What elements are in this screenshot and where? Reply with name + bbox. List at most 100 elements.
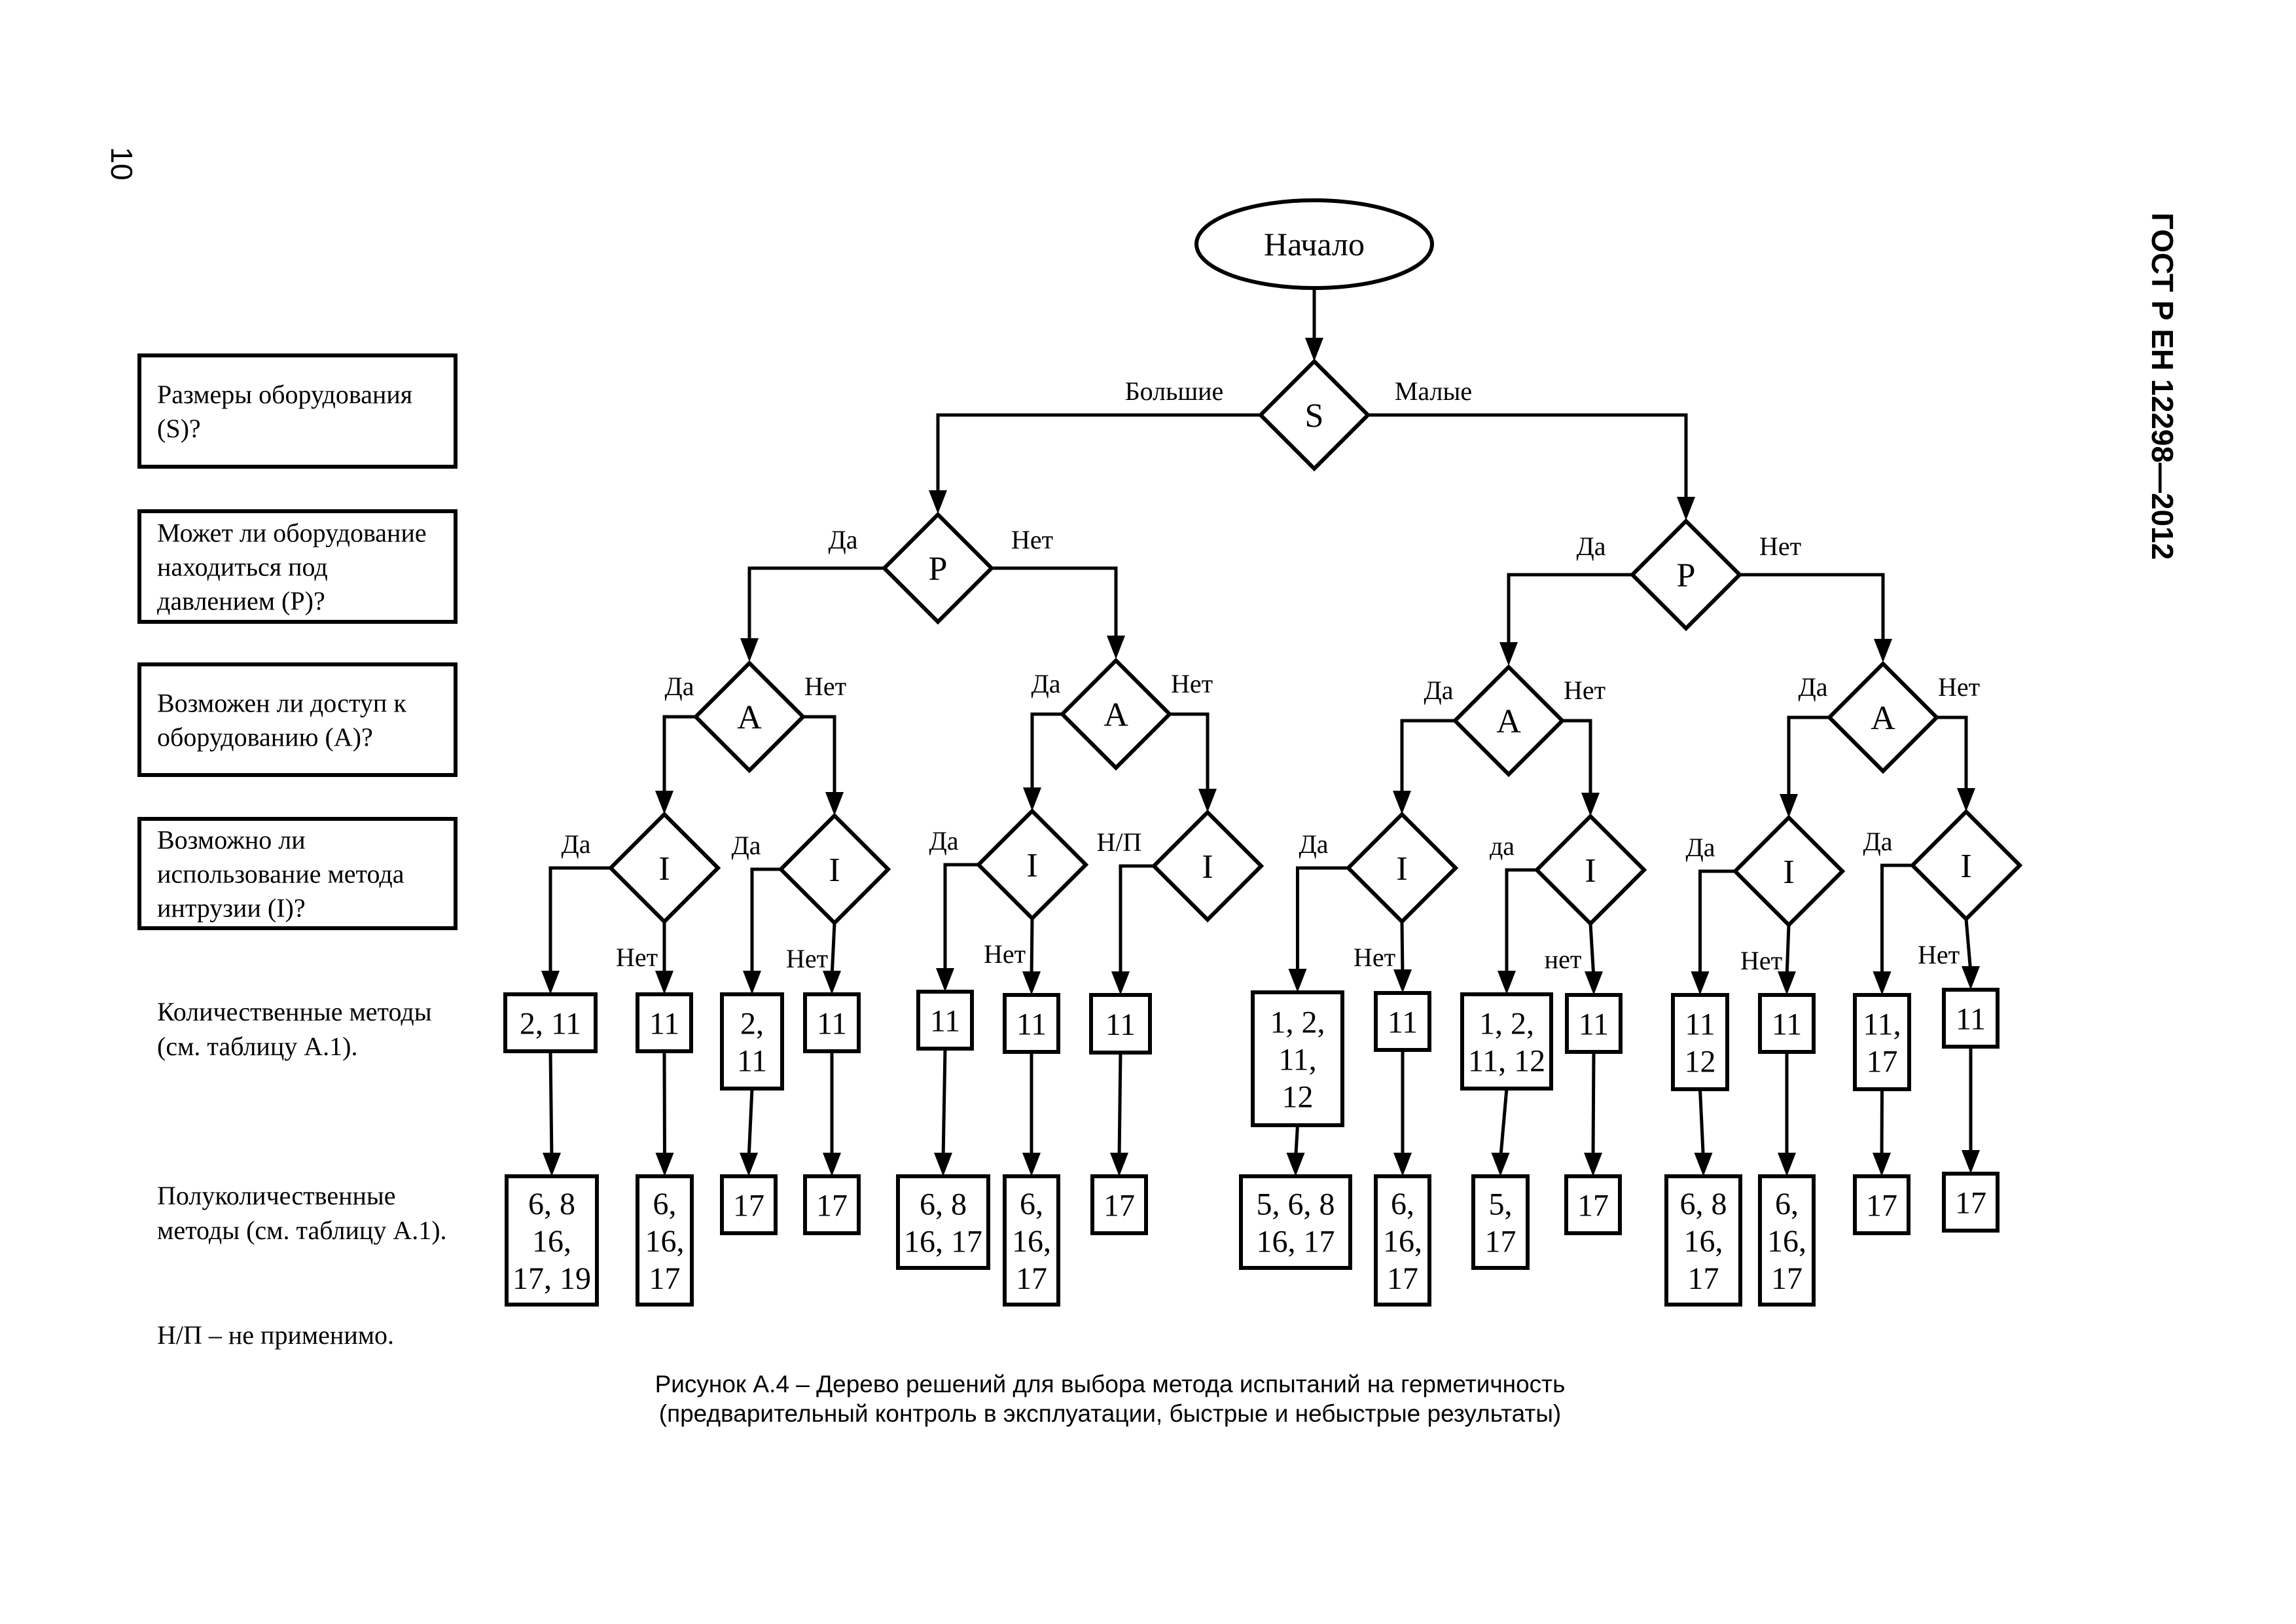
q15-to-sq-arrow <box>1962 1150 1980 1174</box>
a1-yes-arrow <box>655 791 673 814</box>
diamond-i-8 <box>1909 808 2023 922</box>
legend-quantitative-label: (см. таблицу А.1). <box>157 1032 357 1061</box>
label-i3-left: Да <box>929 826 958 856</box>
semi-quantitative-methods-box-1-text: 6, 8 <box>528 1187 575 1221</box>
legend-question-box-2 <box>137 509 457 624</box>
i6-left-line <box>1505 868 1537 977</box>
semi-quantitative-methods-box-10-text: 17 <box>1485 1224 1516 1259</box>
semi-quantitative-methods-box-13 <box>1758 1174 1816 1307</box>
label-i8-down: Нет <box>1918 940 1960 969</box>
i6-down-arrow <box>1585 971 1603 995</box>
quantitative-methods-box-11-text: 11 <box>1579 1007 1609 1041</box>
label-s-small: Малые <box>1395 376 1472 406</box>
label-a4-yes: Да <box>1798 672 1827 702</box>
i3-down-line <box>1030 918 1034 979</box>
legend: Размеры оборудования(S)?Может ли оборудо… <box>137 353 457 1350</box>
label-i8-left: Да <box>1863 827 1892 856</box>
quantitative-methods-box-7 <box>1089 993 1152 1055</box>
quantitative-methods-box-1 <box>503 992 598 1053</box>
p1-yes-arrow <box>740 638 759 662</box>
semi-quantitative-methods-box-7 <box>1090 1174 1148 1235</box>
legend-question-3: Возможен ли доступ к <box>157 689 406 718</box>
semi-quantitative-methods-box-2-text: 6, <box>653 1187 677 1221</box>
legend-question-3: оборудованию (A)? <box>157 723 373 752</box>
quantitative-methods-box-2 <box>636 992 693 1053</box>
start-to-s-arrow <box>1305 338 1323 361</box>
q7-to-sq-arrow <box>1110 1153 1128 1176</box>
standard-designation: ГОСТ Р ЕН 12298—2012 <box>2145 213 2179 560</box>
diamond-i-7-symbol: I <box>1783 854 1794 891</box>
legend-question-4: Возможно ли <box>157 825 306 855</box>
semi-quantitative-methods-box-11-text: 17 <box>1577 1188 1609 1223</box>
legend-question-2: находиться под <box>157 552 328 582</box>
semi-quantitative-methods-box-8-text: 5, 6, 8 <box>1257 1187 1335 1221</box>
diamond-i-8-symbol: I <box>1960 848 1971 885</box>
i2-down-arrow <box>823 971 841 994</box>
diamond-a-3-symbol: A <box>1496 703 1521 740</box>
quantitative-methods-box-14-text: 11, <box>1863 1007 1901 1041</box>
diamond-i-6-symbol: I <box>1585 852 1596 890</box>
legend-quantitative-label: Количественные методы <box>157 997 432 1026</box>
semi-quantitative-methods-box-2 <box>636 1174 694 1307</box>
semi-quantitative-methods-box-4 <box>803 1174 861 1235</box>
quantitative-methods-box-10-text: 11, 12 <box>1468 1043 1545 1078</box>
i5-down-arrow <box>1393 969 1412 993</box>
i1-left-line <box>548 866 611 977</box>
label-a2-yes: Да <box>1031 669 1060 698</box>
p2-yes-line <box>1507 573 1632 649</box>
q12-to-sq-line <box>1698 1089 1705 1160</box>
label-i5-down: Нет <box>1354 943 1395 972</box>
legend-question-box-3 <box>137 662 457 777</box>
diamond-i-5-symbol: I <box>1396 850 1407 888</box>
quantitative-methods-box-14 <box>1853 993 1911 1091</box>
a1-yes-line <box>662 715 696 797</box>
a3-no-arrow <box>1581 793 1600 816</box>
a2-yes-arrow <box>1023 787 1041 811</box>
legend-question-1: (S)? <box>157 414 201 443</box>
semi-quantitative-methods-box-3 <box>720 1174 778 1235</box>
diamond-p-1-symbol: P <box>929 550 948 588</box>
q2-to-sq-arrow <box>655 1153 674 1176</box>
semi-quantitative-methods-box-10-text: 5, <box>1489 1187 1513 1221</box>
legend-question-4: интрузии (I)? <box>157 893 306 923</box>
q2-to-sq-line <box>662 1051 666 1160</box>
p1-no-arrow <box>1107 636 1125 659</box>
semi-quantitative-methods-box-8 <box>1239 1174 1352 1270</box>
label-a1-no: Нет <box>804 672 846 701</box>
q14-to-sq-arrow <box>1873 1153 1891 1176</box>
label-a1-yes: Да <box>664 672 694 701</box>
quantitative-methods-box-13-text: 11 <box>1772 1007 1802 1041</box>
label-s-large: Большие <box>1125 376 1224 406</box>
label-a2-no: Нет <box>1171 669 1213 698</box>
i1-down-arrow <box>655 971 673 994</box>
a2-no-line <box>1170 712 1210 795</box>
semi-quantitative-methods-box-3-text: 17 <box>733 1188 764 1223</box>
semi-quantitative-methods-box-1-text: 17, 19 <box>512 1261 591 1296</box>
quantitative-methods-box-13 <box>1758 993 1816 1054</box>
label-p1-no: Нет <box>1011 525 1053 554</box>
i7-down-line <box>1785 924 1791 979</box>
label-a3-no: Нет <box>1564 676 1605 705</box>
quantitative-methods-box-14-text: 17 <box>1867 1044 1898 1079</box>
s-left-line <box>936 413 1261 497</box>
semi-quantitative-methods-box-1 <box>505 1174 599 1307</box>
i6-left-arrow <box>1498 971 1516 994</box>
label-i6-left: да <box>1490 831 1515 861</box>
label-a4-no: Нет <box>1938 672 1980 702</box>
a4-yes-arrow <box>1780 794 1798 818</box>
semi-quantitative-methods-box-7-text: 17 <box>1103 1188 1135 1223</box>
legend-question-2: Может ли оборудование <box>157 518 427 548</box>
semi-quantitative-methods-box-15 <box>1942 1172 2000 1233</box>
quantitative-methods-box-12-text: 12 <box>1685 1044 1716 1079</box>
q4-to-sq-arrow <box>823 1153 841 1176</box>
i3-down-arrow <box>1022 971 1041 995</box>
diamond-i-4-symbol: I <box>1202 848 1213 886</box>
connector-lines <box>541 288 1980 1176</box>
diamond-s <box>1257 358 1371 472</box>
a3-no-line <box>1562 719 1592 799</box>
i7-down-arrow <box>1778 971 1796 995</box>
semi-quantitative-methods-box-9-text: 16, <box>1383 1224 1422 1259</box>
legend-semi-quantitative-label: методы (см. таблицу А.1). <box>157 1216 447 1245</box>
diamond-i-6 <box>1534 813 1647 927</box>
